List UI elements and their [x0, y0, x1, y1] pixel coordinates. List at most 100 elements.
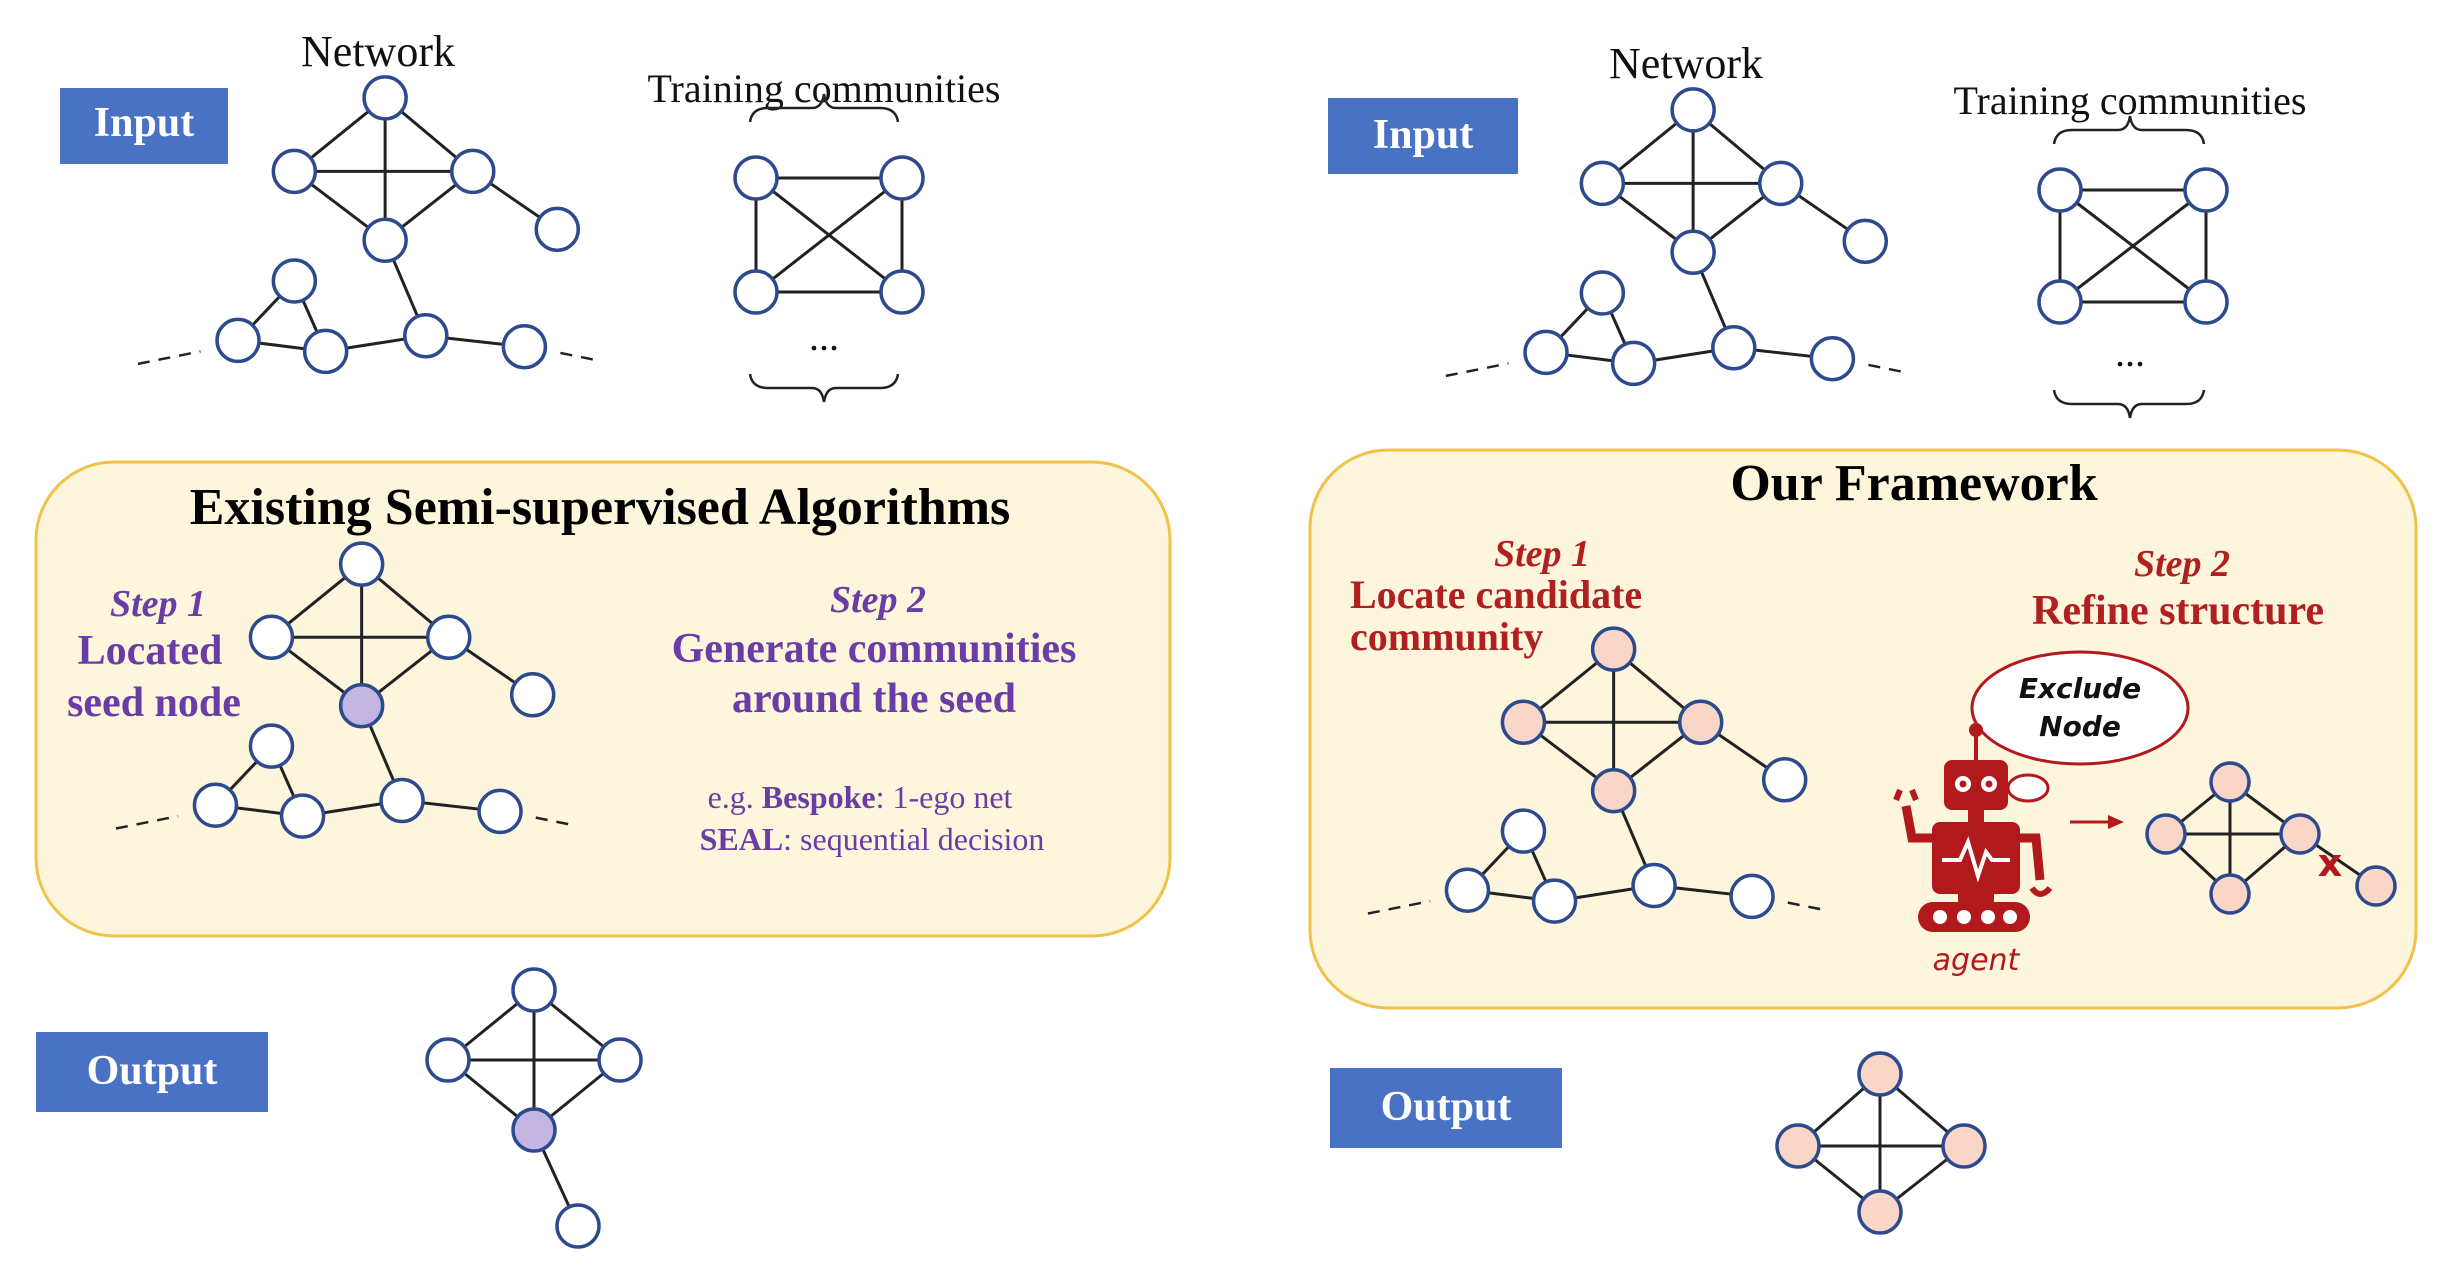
- right-input-label: Input: [1373, 112, 1473, 158]
- exclude-node-bubble: Exclude Node: [1970, 650, 2190, 803]
- right-output-node: [1857, 1051, 1903, 1097]
- right-panel: Our Framework Step 1 Locate candidate co…: [1308, 448, 2418, 1010]
- right-output-node: [1941, 1123, 1987, 1169]
- right-network-node: [1579, 270, 1626, 316]
- left-output-node: [425, 1037, 471, 1083]
- right-output-label: Output: [1381, 1084, 1512, 1130]
- right-candidate-graph-node: [1631, 862, 1677, 909]
- right-step1-line2: community: [1350, 614, 1543, 659]
- right-training-edge: [2059, 188, 2207, 304]
- left-network-node: [501, 323, 548, 370]
- left-seed-graph-node: [338, 682, 385, 729]
- left-seed-graph-node: [192, 782, 239, 828]
- left-network-node: [534, 206, 581, 253]
- left-panel-title: Existing Semi-supervised Algorithms: [190, 479, 1011, 536]
- right-input-badge: Input: [1328, 98, 1518, 174]
- left-network-node: [215, 317, 261, 364]
- left-output-node: [511, 967, 557, 1013]
- left-example2: SEAL: sequential decision: [700, 821, 1045, 857]
- right-candidate-graph-dashed-edge: [1787, 901, 1827, 912]
- right-training-node: [2037, 279, 2083, 325]
- right-refined-graph-node: [2279, 813, 2321, 855]
- left-training-node: [733, 269, 779, 315]
- left-input-badge: Input: [60, 88, 228, 164]
- left-seed-graph-node: [379, 777, 425, 824]
- agent-label: agent: [1933, 943, 2021, 978]
- left-output-bg: [36, 1032, 268, 1112]
- left-step1-title: Step 1: [110, 583, 206, 625]
- right-output-node: [1857, 1189, 1903, 1235]
- right-output-node: [1775, 1123, 1821, 1169]
- left-panel: Existing Semi-supervised Algorithms Step…: [34, 460, 1172, 938]
- left-network-dashed-edge: [560, 351, 600, 363]
- right-candidate-graph-node: [1500, 699, 1547, 746]
- right-output-graph: [1775, 1051, 1987, 1235]
- bubble-line2: Node: [2039, 710, 2121, 743]
- left-seed-graph-node: [425, 614, 472, 661]
- left-example1: e.g. Bespoke: 1-ego net: [708, 779, 1013, 815]
- right-network-graph: [1445, 87, 1908, 387]
- left-training-community-graph: [733, 155, 925, 315]
- left-seed-graph-node: [509, 672, 556, 718]
- left-network-node: [403, 312, 449, 359]
- left-seed-graph-node: [477, 788, 523, 835]
- right-step2-title: Step 2: [2134, 543, 2230, 585]
- left-training-edge: [755, 176, 903, 294]
- left-network-node: [362, 217, 408, 264]
- left-seed-graph-dashed-edge: [115, 814, 179, 830]
- left-seed-graph-node: [338, 541, 385, 587]
- right-network-dashed-edge: [1868, 363, 1908, 375]
- right-bottom-brace: [2052, 389, 2206, 419]
- right-training-node: [2183, 279, 2229, 325]
- right-candidate-graph-node: [1729, 873, 1775, 920]
- right-ellipsis: ...: [2115, 330, 2145, 375]
- right-network-node: [1579, 160, 1626, 207]
- left-network-title: Network: [301, 27, 455, 76]
- right-refined-graph-node: [2209, 873, 2251, 915]
- right-training-node: [2183, 167, 2229, 213]
- left-seed-graph-node: [248, 614, 295, 661]
- left-ellipsis: ...: [809, 314, 839, 359]
- right-network-node: [1758, 160, 1804, 207]
- left-step2-line1: Generate communities: [672, 626, 1077, 672]
- left-network-node: [271, 148, 318, 195]
- exclude-mark-icon: x: [2318, 841, 2343, 885]
- left-network-graph: [137, 75, 600, 375]
- robot-agent-icon: [1893, 723, 2053, 932]
- left-step2-line2: around the seed: [732, 676, 1016, 722]
- right-candidate-graph-dashed-edge: [1367, 899, 1431, 915]
- right-network-node: [1711, 324, 1757, 371]
- right-output-bg: [1330, 1068, 1562, 1148]
- right-step1-line1: Locate candidate: [1350, 572, 1642, 617]
- left-output-graph: [425, 967, 643, 1249]
- right-training-node: [2037, 167, 2083, 213]
- right-network-node: [1523, 329, 1569, 376]
- left-network-node: [362, 75, 408, 121]
- left-top-brace: [748, 93, 900, 123]
- right-network-dashed-edge: [1445, 362, 1509, 378]
- right-candidate-graph-node: [1677, 699, 1724, 746]
- left-seed-graph-node: [279, 793, 326, 839]
- left-example2-name: SEAL: [700, 821, 784, 857]
- right-training-title: Training communities: [1954, 78, 2307, 123]
- left-example1-name: Bespoke: [762, 779, 876, 815]
- right-candidate-graph-node: [1531, 878, 1578, 924]
- left-seed-graph: [115, 541, 575, 839]
- right-candidate-graph-node: [1500, 808, 1547, 854]
- right-network-node: [1610, 340, 1657, 387]
- left-output-node: [555, 1203, 601, 1249]
- left-network-node: [302, 328, 349, 375]
- right-network-node: [1809, 335, 1856, 382]
- right-candidate-graph: [1367, 626, 1827, 924]
- right-panel-box: [1308, 448, 2418, 1010]
- right-network-node: [1670, 87, 1716, 133]
- right-candidate-graph-node: [1590, 767, 1637, 814]
- refine-arrow: [2070, 815, 2124, 829]
- left-network-node: [271, 258, 318, 304]
- right-top-brace: [2052, 115, 2206, 145]
- left-step1-line2: seed node: [67, 680, 241, 726]
- bubble-line1: Exclude: [2019, 672, 2141, 705]
- left-network-dashed-edge: [137, 350, 201, 366]
- left-output-badge: Output: [36, 1032, 268, 1112]
- left-training-node: [733, 155, 779, 201]
